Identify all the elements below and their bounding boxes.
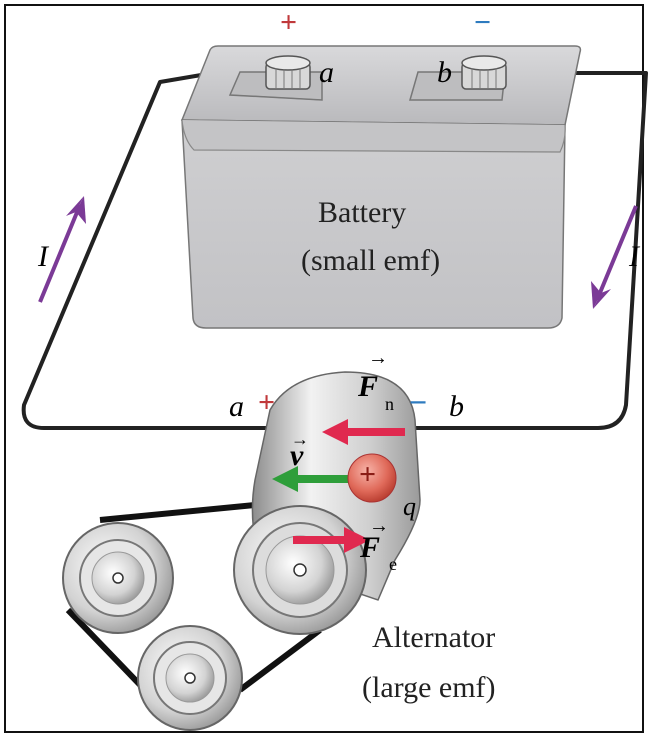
belt [65, 502, 322, 693]
alternator-name: Alternator [372, 621, 496, 654]
force-e-symbol: F [360, 531, 381, 564]
battery-description: (small emf) [301, 244, 441, 277]
alternator-terminal-a-label: a [229, 390, 244, 423]
force-n-symbol: F [358, 370, 379, 403]
pulley-left [62, 522, 174, 634]
positive-charge [347, 453, 397, 503]
velocity-symbol: v [290, 439, 304, 472]
alternator-plus-sign: + [258, 386, 276, 419]
force-arrow-n [322, 419, 405, 445]
terminal-a [265, 55, 311, 90]
vector-arrow-fe: → [369, 515, 389, 537]
current-label-right: I [629, 240, 639, 273]
current-label-left: I [38, 240, 48, 273]
battery-terminal-a-label: a [319, 56, 334, 89]
charge-q-label: q [403, 492, 416, 521]
battery-front-face [181, 119, 566, 329]
vector-arrow-fn: → [368, 347, 388, 369]
force-n-subscript: n [385, 394, 394, 414]
force-arrow-e [293, 527, 370, 553]
current-arrow-right [591, 205, 638, 309]
battery-name: Battery [318, 196, 407, 229]
battery [180, 45, 582, 329]
alternator-description: (large emf) [362, 671, 496, 704]
velocity-arrow [272, 466, 350, 492]
terminal-b [461, 55, 507, 90]
force-e-subscript: e [389, 554, 397, 574]
pulley-bottom [137, 625, 243, 731]
alternator-terminal-b-label: b [449, 390, 464, 423]
battery-plus-sign: + [280, 6, 298, 39]
charge-plus-sign: + [359, 458, 377, 491]
alternator-minus-sign: − [409, 384, 428, 420]
circuit-wire [21, 71, 648, 430]
battery-minus-sign: − [474, 6, 492, 39]
vector-arrow-v: → [291, 429, 309, 449]
current-arrow-left [38, 196, 86, 303]
battery-terminal-b-label: b [437, 56, 452, 89]
